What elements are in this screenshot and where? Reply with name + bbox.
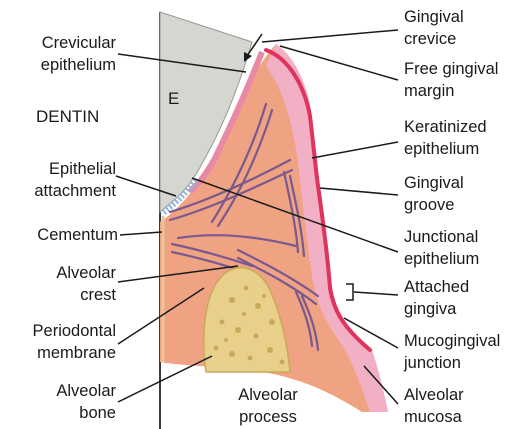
leader-cementum [120, 232, 162, 235]
attached-gingiva-bracket [346, 284, 353, 300]
leader-gingival-crevice [262, 30, 398, 42]
label-cementum: Cementum [6, 224, 118, 246]
dentin-label: DENTIN [36, 106, 99, 128]
leader-keratinized-epithelium [312, 142, 398, 158]
enamel-label: E [168, 88, 179, 110]
leader-gingival-groove [320, 188, 398, 195]
leader-alveolar-bone [118, 356, 212, 402]
leader-attached-gingiva [354, 292, 398, 295]
